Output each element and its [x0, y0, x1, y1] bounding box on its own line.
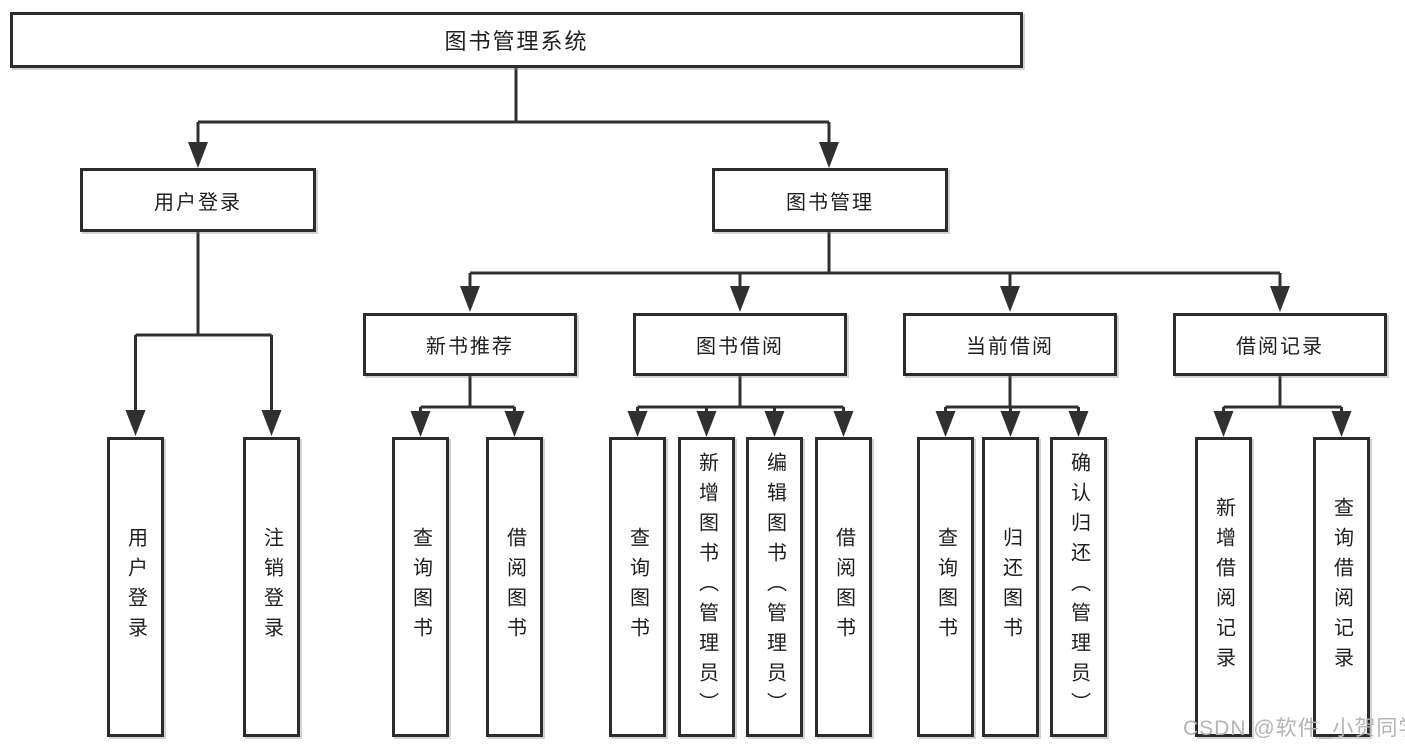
leaf-query-borrow-record: 查询借阅记录 [1313, 437, 1370, 737]
node-book-borrow-label: 图书借阅 [696, 336, 784, 358]
leaf-user-login: 用户登录 [107, 437, 164, 737]
leaf-borrow-books-recommend-label: 借阅图书 [503, 527, 526, 647]
leaf-query-books-borrow: 查询图书 [609, 437, 666, 737]
node-user-login: 用户登录 [80, 168, 316, 232]
leaf-add-book-admin: 新增图书（管理员） [678, 437, 735, 737]
node-borrow-records: 借阅记录 [1173, 313, 1387, 376]
leaf-return-books: 归还图书 [982, 437, 1039, 737]
node-borrow-records-label: 借阅记录 [1236, 336, 1324, 358]
node-book-borrow: 图书借阅 [633, 313, 847, 376]
leaf-query-books-borrow-label: 查询图书 [626, 527, 649, 647]
node-current-borrow-label: 当前借阅 [966, 336, 1054, 358]
leaf-edit-book-admin-label: 编辑图书（管理员） [763, 452, 786, 722]
arrowheads [125, 142, 1352, 437]
node-current-borrow: 当前借阅 [903, 313, 1117, 376]
leaf-edit-book-admin: 编辑图书（管理员） [746, 437, 803, 737]
leaf-logout: 注销登录 [243, 437, 300, 737]
leaf-logout-label: 注销登录 [260, 527, 283, 647]
node-library-system-label: 图书管理系统 [444, 29, 589, 54]
node-book-management: 图书管理 [712, 168, 948, 232]
leaf-user-login-label: 用户登录 [124, 527, 147, 647]
leaf-query-books-recommend-label: 查询图书 [409, 527, 432, 647]
leaf-query-books-recommend: 查询图书 [392, 437, 449, 737]
csdn-watermark: CSDN @软件_小贺同学 [1183, 717, 1405, 740]
node-new-book-recommend-label: 新书推荐 [426, 336, 514, 358]
leaf-borrow-books: 借阅图书 [815, 437, 872, 737]
leaf-confirm-return-admin-label: 确认归还（管理员） [1067, 452, 1090, 722]
leaf-borrow-books-label: 借阅图书 [832, 527, 855, 647]
leaf-add-borrow-record-label: 新增借阅记录 [1212, 497, 1235, 677]
node-library-system: 图书管理系统 [10, 12, 1023, 68]
leaf-query-books-current: 查询图书 [917, 437, 974, 737]
leaf-return-books-label: 归还图书 [999, 527, 1022, 647]
node-book-management-label: 图书管理 [786, 191, 874, 214]
leaf-borrow-books-recommend: 借阅图书 [486, 437, 543, 737]
leaf-add-borrow-record: 新增借阅记录 [1195, 437, 1252, 737]
node-user-login-label: 用户登录 [154, 191, 242, 214]
leaf-query-borrow-record-label: 查询借阅记录 [1330, 497, 1353, 677]
node-new-book-recommend: 新书推荐 [363, 313, 577, 376]
leaf-add-book-admin-label: 新增图书（管理员） [695, 452, 718, 722]
leaf-confirm-return-admin: 确认归还（管理员） [1050, 437, 1107, 737]
leaf-query-books-current-label: 查询图书 [934, 527, 957, 647]
